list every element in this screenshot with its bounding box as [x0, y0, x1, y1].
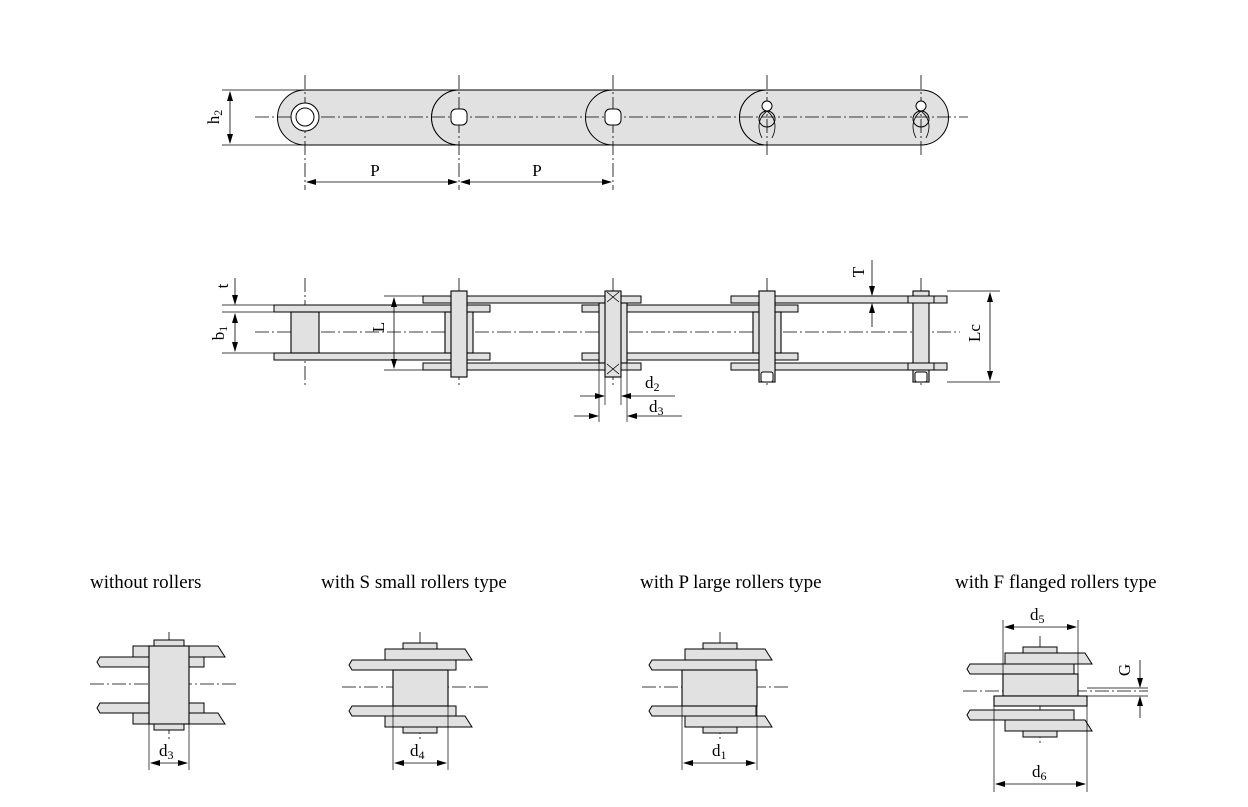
label-G: G [1115, 664, 1134, 676]
label-t: t [213, 283, 232, 288]
variant-large-rollers: d1 [642, 632, 790, 770]
pin [758, 290, 776, 383]
caption-flanged-rollers: with F flanged rollers type [955, 572, 1157, 593]
outer-plate [730, 295, 948, 304]
pin-head [450, 108, 468, 126]
label-variant-2-dim: d4 [410, 741, 425, 762]
label-variant-4-dim: d6 [1032, 762, 1047, 783]
variant-small-rollers: d4 [342, 632, 490, 770]
label-pitch-1: P [370, 161, 379, 180]
label-pitch-2: P [532, 161, 541, 180]
roller [290, 311, 320, 354]
caption-without-rollers: without rollers [90, 572, 201, 593]
outer-plate [730, 362, 948, 371]
cotter-pin [758, 100, 776, 139]
inner-plate [581, 304, 799, 313]
label-d2: d2 [645, 373, 660, 394]
cotter-pin [912, 100, 930, 139]
pin [450, 290, 468, 378]
outer-plate [422, 362, 642, 371]
pin [604, 290, 622, 378]
outer-plate [422, 295, 642, 304]
caption-small-rollers: with S small rollers type [321, 572, 507, 593]
inner-plate [273, 352, 491, 361]
side-view: h2 P P [204, 75, 968, 190]
side-plate-4 [739, 89, 949, 146]
top-view: t b1 L T Lc d2 d3 [209, 260, 1000, 422]
label-variant-3-dim: d1 [712, 741, 727, 762]
label-L: L [369, 322, 388, 332]
variant-flanged-rollers: d5 d6 G [963, 605, 1148, 792]
label-variant-1-dim: d3 [159, 741, 174, 762]
label-d3: d3 [649, 397, 664, 418]
variant-without-rollers: d3 [90, 632, 238, 770]
inner-plate [273, 304, 491, 313]
label-b1: b1 [209, 326, 230, 341]
inner-plate [581, 352, 799, 361]
caption-large-rollers: with P large rollers type [640, 572, 822, 593]
label-h2: h2 [204, 110, 225, 125]
label-Lc: Lc [965, 324, 984, 342]
label-T: T [849, 266, 868, 277]
pin-head [604, 108, 622, 126]
label-variant-4-dim-top: d5 [1030, 605, 1045, 626]
